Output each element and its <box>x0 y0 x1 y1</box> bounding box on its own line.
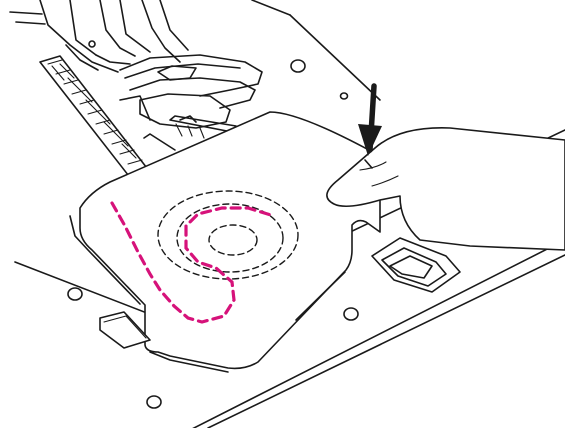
cover-plate <box>70 112 380 372</box>
release-latch <box>372 238 460 292</box>
